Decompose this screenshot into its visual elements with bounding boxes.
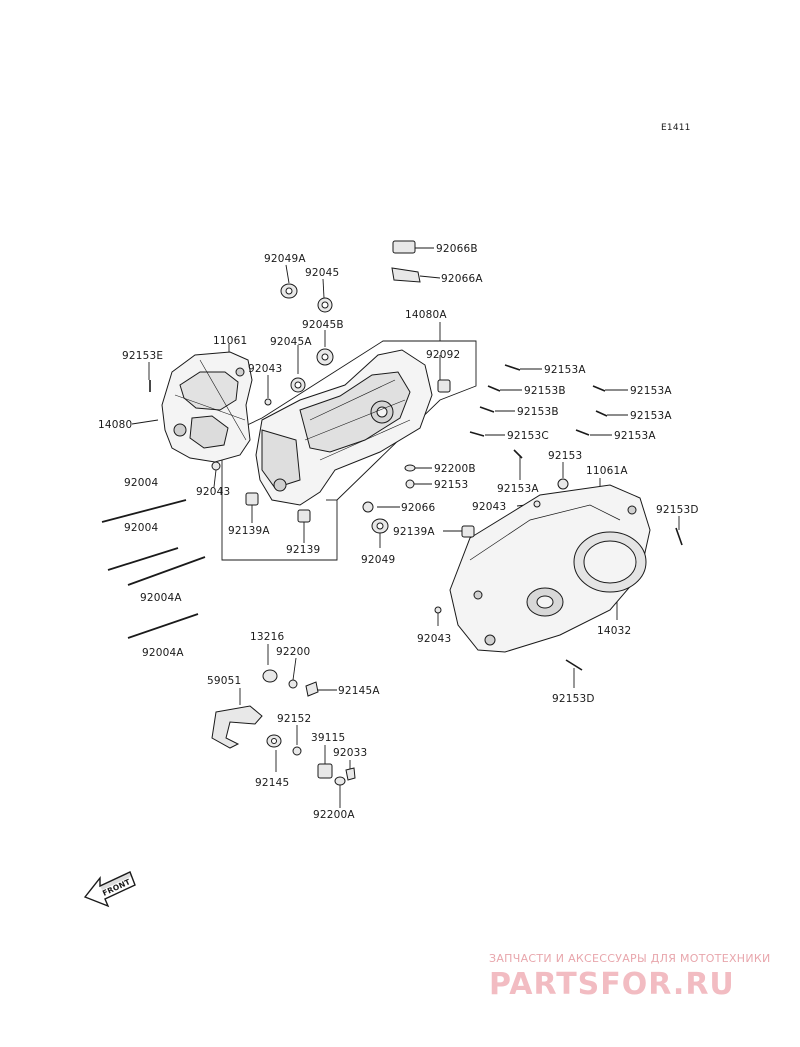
part-label: 92153B: [517, 406, 559, 418]
part-label: 92153A: [544, 364, 586, 376]
bolts-drawing: [149, 364, 683, 671]
part-label: 92153E: [122, 350, 163, 362]
part-label: 92049: [361, 554, 395, 566]
part-label: 92200A: [313, 809, 355, 821]
part-label: 92004: [124, 522, 159, 534]
part-label: 92200: [276, 646, 310, 658]
part-label: 92200B: [434, 463, 476, 475]
part-label: 92004A: [142, 647, 184, 659]
part-label: 92004: [124, 477, 159, 489]
part-label: 92043: [472, 501, 506, 513]
part-label: 92092: [426, 349, 460, 361]
part-label: 92004A: [140, 592, 182, 604]
part-label: 92139A: [228, 525, 270, 537]
part-label: 13216: [250, 631, 285, 643]
part-labels: 92066B 92066A 92049A 92045 92045B 92045A…: [98, 243, 699, 821]
part-label: 92033: [333, 747, 367, 759]
part-label: 92139: [286, 544, 320, 556]
part-label: 92145A: [338, 685, 380, 697]
crankcase-left-drawing: [161, 351, 253, 463]
part-label: 92153: [434, 479, 468, 491]
diagram-code: E1411: [661, 123, 691, 133]
part-label: 11061: [213, 335, 247, 347]
small-parts-drawing: [211, 240, 569, 614]
part-label: 14032: [597, 625, 631, 637]
studs-drawing: [101, 499, 206, 639]
part-label: 92045A: [270, 336, 312, 348]
part-label: 92139A: [393, 526, 435, 538]
kickstarter-drawing: [211, 669, 356, 786]
part-label: 92066B: [436, 243, 478, 255]
part-label: 92043: [196, 486, 230, 498]
part-label: 14080A: [405, 309, 447, 321]
part-label: 59051: [207, 675, 241, 687]
part-label: 11061A: [586, 465, 628, 477]
part-label: 92066: [401, 502, 436, 514]
watermark-tagline: ЗАПЧАСТИ И АКСЕССУАРЫ ДЛЯ МОТОТЕХНИКИ: [489, 952, 771, 965]
part-label: 92152: [277, 713, 311, 725]
cover-right-drawing: [449, 484, 651, 653]
part-label: 92153A: [497, 483, 539, 495]
part-label: 92145: [255, 777, 289, 789]
part-label: 92153A: [630, 385, 672, 397]
crankcase-main-drawing: [255, 349, 433, 506]
part-label: 92043: [417, 633, 451, 645]
part-label: 92153D: [552, 693, 595, 705]
part-label: 92045B: [302, 319, 344, 331]
watermark-logo: PARTSFOR.RU: [489, 967, 735, 1002]
part-label: 92043: [248, 363, 282, 375]
part-label: 92153A: [614, 430, 656, 442]
part-label: 92153D: [656, 504, 699, 516]
part-label: 92153A: [630, 410, 672, 422]
part-label: 92045: [305, 267, 339, 279]
front-arrow-icon: FRONT: [83, 871, 136, 908]
part-label: 14080: [98, 419, 132, 431]
part-label: 92049A: [264, 253, 306, 265]
part-label: 39115: [311, 732, 345, 744]
part-label: 92066A: [441, 273, 483, 285]
part-label: 92153C: [507, 430, 549, 442]
part-label: 92153B: [524, 385, 566, 397]
part-label: 92153: [548, 450, 582, 462]
leader-lines: [131, 247, 680, 808]
watermark: ЗАПЧАСТИ И АКСЕССУАРЫ ДЛЯ МОТОТЕХНИКИ PA…: [489, 952, 771, 1002]
